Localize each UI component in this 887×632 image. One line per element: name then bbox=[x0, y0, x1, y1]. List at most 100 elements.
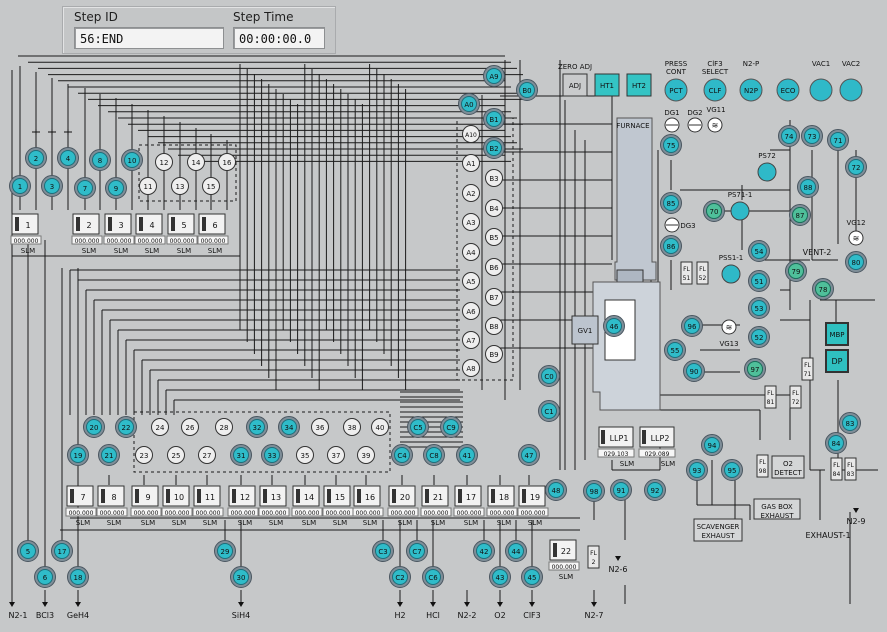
valve-C8[interactable]: C8 bbox=[423, 444, 445, 466]
valve-42[interactable]: 42 bbox=[473, 540, 495, 562]
valve-25[interactable]: 25 bbox=[167, 446, 185, 464]
valve-C3[interactable]: C3 bbox=[372, 540, 394, 562]
valve-A1[interactable]: A1 bbox=[462, 154, 480, 172]
ht1-button[interactable]: HT1 bbox=[594, 73, 620, 97]
valve-44[interactable]: 44 bbox=[505, 540, 527, 562]
valve-28[interactable]: 28 bbox=[215, 418, 233, 436]
valve-46[interactable]: 46 bbox=[603, 315, 625, 337]
valve-A8[interactable]: A8 bbox=[462, 359, 480, 377]
valve-C9[interactable]: C9 bbox=[440, 416, 462, 438]
valve-A2[interactable]: A2 bbox=[462, 184, 480, 202]
zero-adj-button[interactable]: ADJ bbox=[562, 73, 588, 97]
valve-4[interactable]: 4 bbox=[57, 147, 79, 169]
valve-C4[interactable]: C4 bbox=[391, 444, 413, 466]
valve-24[interactable]: 24 bbox=[151, 418, 169, 436]
valve-10[interactable]: 10 bbox=[121, 149, 143, 171]
valve-C5[interactable]: C5 bbox=[407, 416, 429, 438]
valve-73[interactable]: 73 bbox=[801, 125, 823, 147]
valve-22[interactable]: 22 bbox=[115, 416, 137, 438]
eco-button[interactable]: ECO bbox=[776, 78, 800, 102]
valve-21[interactable]: 21 bbox=[98, 444, 120, 466]
valve-B4[interactable]: B4 bbox=[485, 199, 503, 217]
valve-C6[interactable]: C6 bbox=[422, 566, 444, 588]
valve-74[interactable]: 74 bbox=[778, 125, 800, 147]
valve-33[interactable]: 33 bbox=[261, 444, 283, 466]
valve-40[interactable]: 40 bbox=[371, 418, 389, 436]
valve-B3[interactable]: B3 bbox=[485, 169, 503, 187]
valve-A4[interactable]: A4 bbox=[462, 243, 480, 261]
valve-B8[interactable]: B8 bbox=[485, 317, 503, 335]
valve-96[interactable]: 96 bbox=[681, 315, 703, 337]
valve-5[interactable]: 5 bbox=[17, 540, 39, 562]
valve-20[interactable]: 20 bbox=[83, 416, 105, 438]
valve-B0[interactable]: B0 bbox=[516, 79, 538, 101]
valve-13[interactable]: 13 bbox=[171, 177, 189, 195]
valve-C7[interactable]: C7 bbox=[406, 540, 428, 562]
valve-39[interactable]: 39 bbox=[357, 446, 375, 464]
valve-2[interactable]: 2 bbox=[25, 147, 47, 169]
valve-B5[interactable]: B5 bbox=[485, 228, 503, 246]
valve-75[interactable]: 75 bbox=[660, 134, 682, 156]
valve-45[interactable]: 45 bbox=[521, 566, 543, 588]
valve-92[interactable]: 92 bbox=[644, 479, 666, 501]
valve-B7[interactable]: B7 bbox=[485, 288, 503, 306]
valve-98[interactable]: 98 bbox=[583, 480, 605, 502]
valve-A5[interactable]: A5 bbox=[462, 272, 480, 290]
valve-34[interactable]: 34 bbox=[278, 416, 300, 438]
press-cont-button[interactable]: PCT bbox=[664, 78, 688, 102]
valve-32[interactable]: 32 bbox=[246, 416, 268, 438]
valve-37[interactable]: 37 bbox=[327, 446, 345, 464]
valve-27[interactable]: 27 bbox=[198, 446, 216, 464]
valve-B1[interactable]: B1 bbox=[483, 108, 505, 130]
valve-71[interactable]: 71 bbox=[827, 129, 849, 151]
valve-15[interactable]: 15 bbox=[202, 177, 220, 195]
valve-C2[interactable]: C2 bbox=[389, 566, 411, 588]
valve-35[interactable]: 35 bbox=[296, 446, 314, 464]
valve-88[interactable]: 88 bbox=[797, 176, 819, 198]
valve-18[interactable]: 18 bbox=[67, 566, 89, 588]
valve-11[interactable]: 11 bbox=[139, 177, 157, 195]
valve-29[interactable]: 29 bbox=[214, 540, 236, 562]
valve-19[interactable]: 19 bbox=[67, 444, 89, 466]
valve-A6[interactable]: A6 bbox=[462, 302, 480, 320]
valve-53[interactable]: 53 bbox=[748, 297, 770, 319]
valve-55[interactable]: 55 bbox=[664, 339, 686, 361]
valve-41[interactable]: 41 bbox=[456, 444, 478, 466]
valve-17[interactable]: 17 bbox=[51, 540, 73, 562]
valve-95[interactable]: 95 bbox=[721, 459, 743, 481]
valve-38[interactable]: 38 bbox=[343, 418, 361, 436]
valve-C1[interactable]: C1 bbox=[538, 400, 560, 422]
valve-94[interactable]: 94 bbox=[701, 434, 723, 456]
valve-14[interactable]: 14 bbox=[187, 153, 205, 171]
valve-51[interactable]: 51 bbox=[748, 270, 770, 292]
valve-54[interactable]: 54 bbox=[748, 240, 770, 262]
valve-80[interactable]: 80 bbox=[845, 251, 867, 273]
valve-93[interactable]: 93 bbox=[686, 459, 708, 481]
valve-3[interactable]: 3 bbox=[41, 175, 63, 197]
valve-16[interactable]: 16 bbox=[218, 153, 236, 171]
valve-A7[interactable]: A7 bbox=[462, 331, 480, 349]
valve-83[interactable]: 83 bbox=[839, 412, 861, 434]
valve-72[interactable]: 72 bbox=[845, 156, 867, 178]
valve-36[interactable]: 36 bbox=[311, 418, 329, 436]
ht2-button[interactable]: HT2 bbox=[626, 73, 652, 97]
valve-85[interactable]: 85 bbox=[660, 192, 682, 214]
